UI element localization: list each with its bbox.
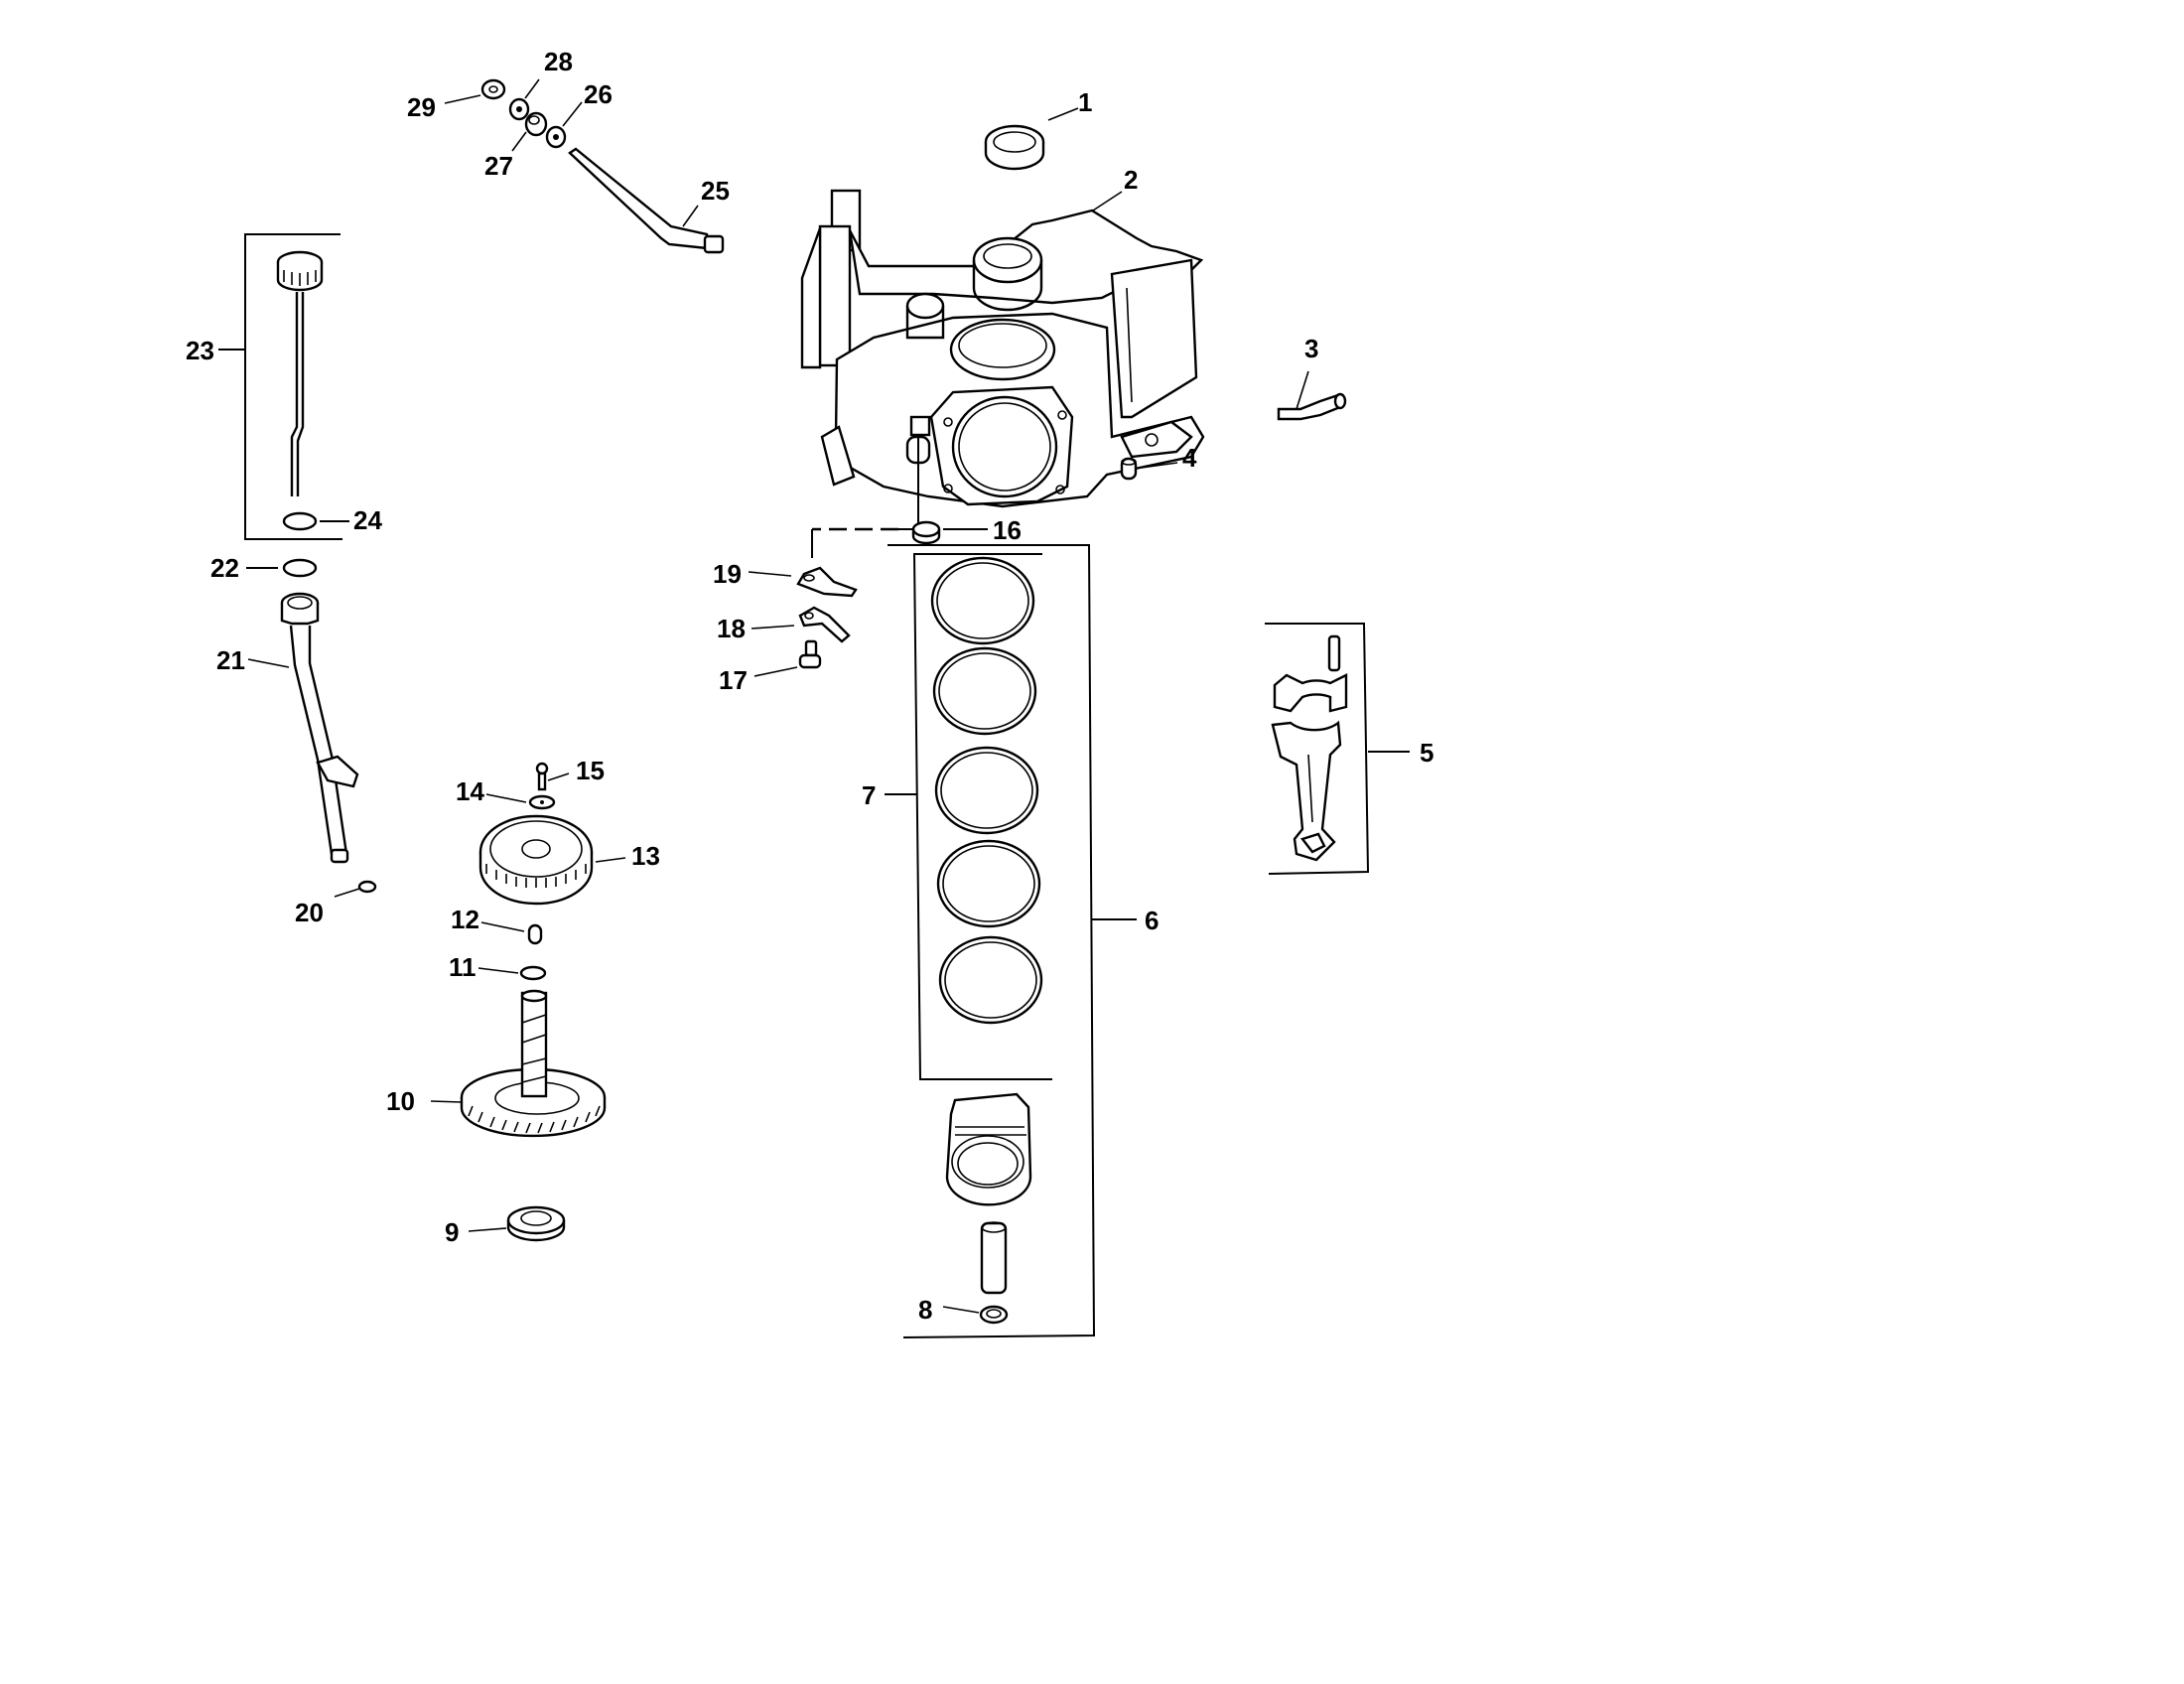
- dipstick-tube-21: [280, 592, 359, 864]
- callout-14: 14: [456, 776, 484, 806]
- callout-4: 4: [1182, 443, 1197, 473]
- callout-9: 9: [445, 1217, 459, 1247]
- camshaft-10: [460, 989, 607, 1138]
- piston-pin: [980, 1221, 1008, 1295]
- dowel-pin-4: [1120, 457, 1138, 481]
- crankcase-2: [800, 189, 1205, 508]
- dipstick-assembly-23: [244, 233, 342, 540]
- fitting-17: [798, 639, 822, 669]
- oil-seal-ring-1: [984, 124, 1045, 171]
- callout-labels: 1 2 3 4 5 6 7 8 9 10 11 12 13 14 15 16 1…: [186, 47, 1433, 1325]
- piston-pin-retainer-8: [979, 1305, 1009, 1325]
- terminal-bracket-18: [798, 606, 851, 643]
- washer-14: [528, 794, 556, 810]
- callout-12: 12: [451, 905, 479, 934]
- push-nut-29: [480, 78, 506, 100]
- callout-15: 15: [576, 756, 605, 785]
- screw-15: [535, 762, 549, 791]
- callout-22: 22: [210, 553, 239, 583]
- callout-1: 1: [1078, 87, 1092, 117]
- callout-8: 8: [918, 1295, 932, 1325]
- key-12: [527, 923, 543, 945]
- callout-18: 18: [717, 614, 746, 643]
- callout-6: 6: [1145, 906, 1159, 935]
- callout-2: 2: [1124, 165, 1138, 195]
- callout-13: 13: [631, 841, 660, 871]
- o-ring-11: [519, 965, 547, 981]
- leader-lines: [218, 78, 1410, 1314]
- governor-gear-13: [478, 814, 594, 906]
- callout-10: 10: [386, 1086, 415, 1116]
- governor-shaft-25: [568, 147, 725, 254]
- callout-26: 26: [584, 79, 613, 109]
- o-ring-small-20: [357, 880, 377, 894]
- camshaft-shim-9: [506, 1205, 566, 1242]
- piston-assembly-6: [887, 544, 1096, 1338]
- callout-11: 11: [449, 952, 477, 982]
- washer-28: [508, 97, 530, 121]
- callout-27: 27: [484, 151, 513, 181]
- terminal-19: [796, 566, 858, 598]
- callout-24: 24: [353, 505, 382, 535]
- callout-28: 28: [544, 47, 573, 76]
- callout-21: 21: [216, 645, 245, 675]
- callout-17: 17: [719, 665, 748, 695]
- plug-16: [911, 520, 941, 545]
- callout-23: 23: [186, 336, 214, 365]
- washer-26: [545, 125, 567, 149]
- dipstick-o-ring-24: [282, 511, 318, 531]
- callout-25: 25: [701, 176, 730, 206]
- bushing-27: [524, 111, 548, 137]
- callout-3: 3: [1304, 334, 1318, 363]
- piston-ring-set-7: [912, 553, 1052, 1080]
- piston: [945, 1092, 1032, 1206]
- callout-7: 7: [862, 780, 876, 810]
- callout-5: 5: [1420, 738, 1433, 768]
- connecting-rod-assembly-5: [1265, 623, 1370, 875]
- o-ring-tube-22: [282, 558, 318, 578]
- callout-16: 16: [993, 515, 1022, 545]
- callout-29: 29: [407, 92, 436, 122]
- breather-tube-3: [1277, 392, 1347, 421]
- callout-20: 20: [295, 898, 324, 927]
- callout-19: 19: [713, 559, 742, 589]
